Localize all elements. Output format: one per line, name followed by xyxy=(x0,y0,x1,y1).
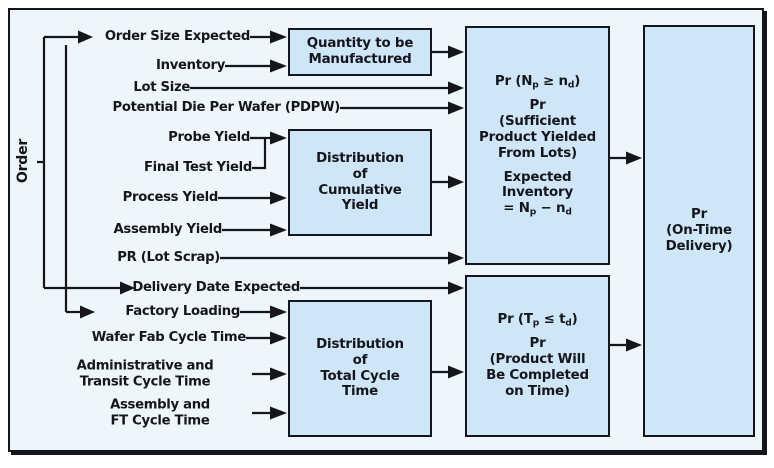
box-quantity-line-2: Manufactured xyxy=(308,52,412,67)
arrowhead-sufficient-from-cumulative xyxy=(448,175,464,189)
arrowhead-cumulative-in-2 xyxy=(270,191,287,205)
box-pr-sufficient-product-yielded: Pr (Np ≥ nd) Pr (Sufficient Product Yiel… xyxy=(465,26,610,265)
arrowhead-pdpw xyxy=(448,101,464,115)
wire-probe-final-merge xyxy=(250,136,267,170)
input-label-pr-lot-scrap: PR (Lot Scrap) xyxy=(117,250,220,266)
box-pr-on-time-delivery: Pr (On-Time Delivery) xyxy=(643,25,755,437)
input-label-probe-yield: Probe Yield xyxy=(168,130,250,146)
input-label-inventory: Inventory xyxy=(156,58,225,74)
box-total-cycle-line-4: Time xyxy=(342,384,378,400)
order-label-text: Order xyxy=(15,138,31,184)
box-completed-line-4: on Time) xyxy=(505,383,570,399)
arrowhead-cycle-in-4 xyxy=(270,406,287,420)
input-label-wafer-fab-cycle-time: Wafer Fab Cycle Time xyxy=(91,330,247,346)
box-quantity-to-be-manufactured: Quantity to be Manufactured xyxy=(288,28,432,76)
box-sufficient-formula-top: Pr (Np ≥ nd) xyxy=(494,73,581,91)
box-sufficient-line-2: (Sufficient xyxy=(499,113,576,129)
arrowhead-delivery-date-expected xyxy=(120,281,135,295)
box-completed-line-2: (Product Will xyxy=(489,352,586,368)
box-total-cycle-line-1: Distribution xyxy=(316,336,404,352)
input-label-delivery-date-expected: Delivery Date Expected xyxy=(132,280,300,296)
box-completed-formula-top: Pr (Tp ≤ td) xyxy=(497,312,578,329)
arrowhead-completed-from-cycle xyxy=(448,365,464,379)
box-sufficient-expected-2: Inventory xyxy=(501,185,573,201)
box-cumulative-line-1: Distribution xyxy=(316,150,404,166)
arrowhead-quantity-in-1 xyxy=(270,30,287,44)
input-label-order-size-expected: Order Size Expected xyxy=(104,29,250,45)
box-sufficient-line-1: Pr xyxy=(529,98,546,114)
arrowhead-delivery-from-completed xyxy=(626,338,642,352)
box-completed-line-1: Pr xyxy=(529,336,546,352)
box-total-cycle-line-2: of xyxy=(352,352,368,368)
box-total-cycle-line-3: Total Cycle xyxy=(320,368,400,384)
box-delivery-line-3: Delivery) xyxy=(665,238,733,254)
input-label-process-yield: Process Yield xyxy=(122,190,219,206)
box-delivery-line-2: (On-Time xyxy=(666,223,732,239)
input-label-factory-loading: Factory Loading xyxy=(125,304,240,320)
input-label-assembly-yield: Assembly Yield xyxy=(113,222,222,238)
arrowhead-order-size-expected xyxy=(78,30,93,44)
arrowhead-cycle-in-1 xyxy=(270,305,287,319)
box-completed-line-3: Be Completed xyxy=(486,368,589,384)
box-sufficient-expected-1: Expected xyxy=(503,169,572,185)
arrowhead-quantity-in-2 xyxy=(270,59,287,73)
arrowhead-lot-size xyxy=(448,81,464,95)
input-label-pdpw: Potential Die Per Wafer (PDPW) xyxy=(112,100,340,116)
box-cumulative-line-3: Cumulative xyxy=(318,182,402,198)
arrowhead-delivery-date-box xyxy=(448,281,464,295)
arrowhead-cycle-in-2 xyxy=(270,331,287,345)
box-quantity-line-1: Quantity to be xyxy=(306,36,414,52)
box-distribution-cumulative-yield: Distribution of Cumulative Yield xyxy=(288,129,432,236)
arrowhead-pr-lot-scrap xyxy=(448,251,464,265)
box-distribution-total-cycle-time: Distribution of Total Cycle Time xyxy=(288,300,432,437)
box-sufficient-line-4: From Lots) xyxy=(498,145,577,161)
input-label-final-test-yield: Final Test Yield xyxy=(143,160,252,176)
box-sufficient-line-3: Product Yielded xyxy=(479,129,596,145)
box-pr-product-completed-on-time: Pr (Tp ≤ td) Pr (Product Will Be Complet… xyxy=(465,275,610,437)
arrowhead-cumulative-in-3 xyxy=(270,223,287,237)
box-sufficient-expected-3: = Np − nd xyxy=(503,201,572,218)
order-label: Order xyxy=(14,133,31,193)
input-label-lot-size: Lot Size xyxy=(133,80,190,96)
arrowhead-cycle-in-3 xyxy=(270,367,287,381)
arrowhead-factory-loading xyxy=(80,305,95,319)
arrowhead-sufficient-from-quantity xyxy=(448,45,464,59)
arrowhead-cumulative-in-1 xyxy=(270,131,287,145)
arrowhead-delivery-from-sufficient xyxy=(626,151,642,165)
box-delivery-line-1: Pr xyxy=(690,207,708,223)
box-cumulative-line-4: Yield xyxy=(341,198,379,214)
box-cumulative-line-2: of xyxy=(352,166,368,182)
